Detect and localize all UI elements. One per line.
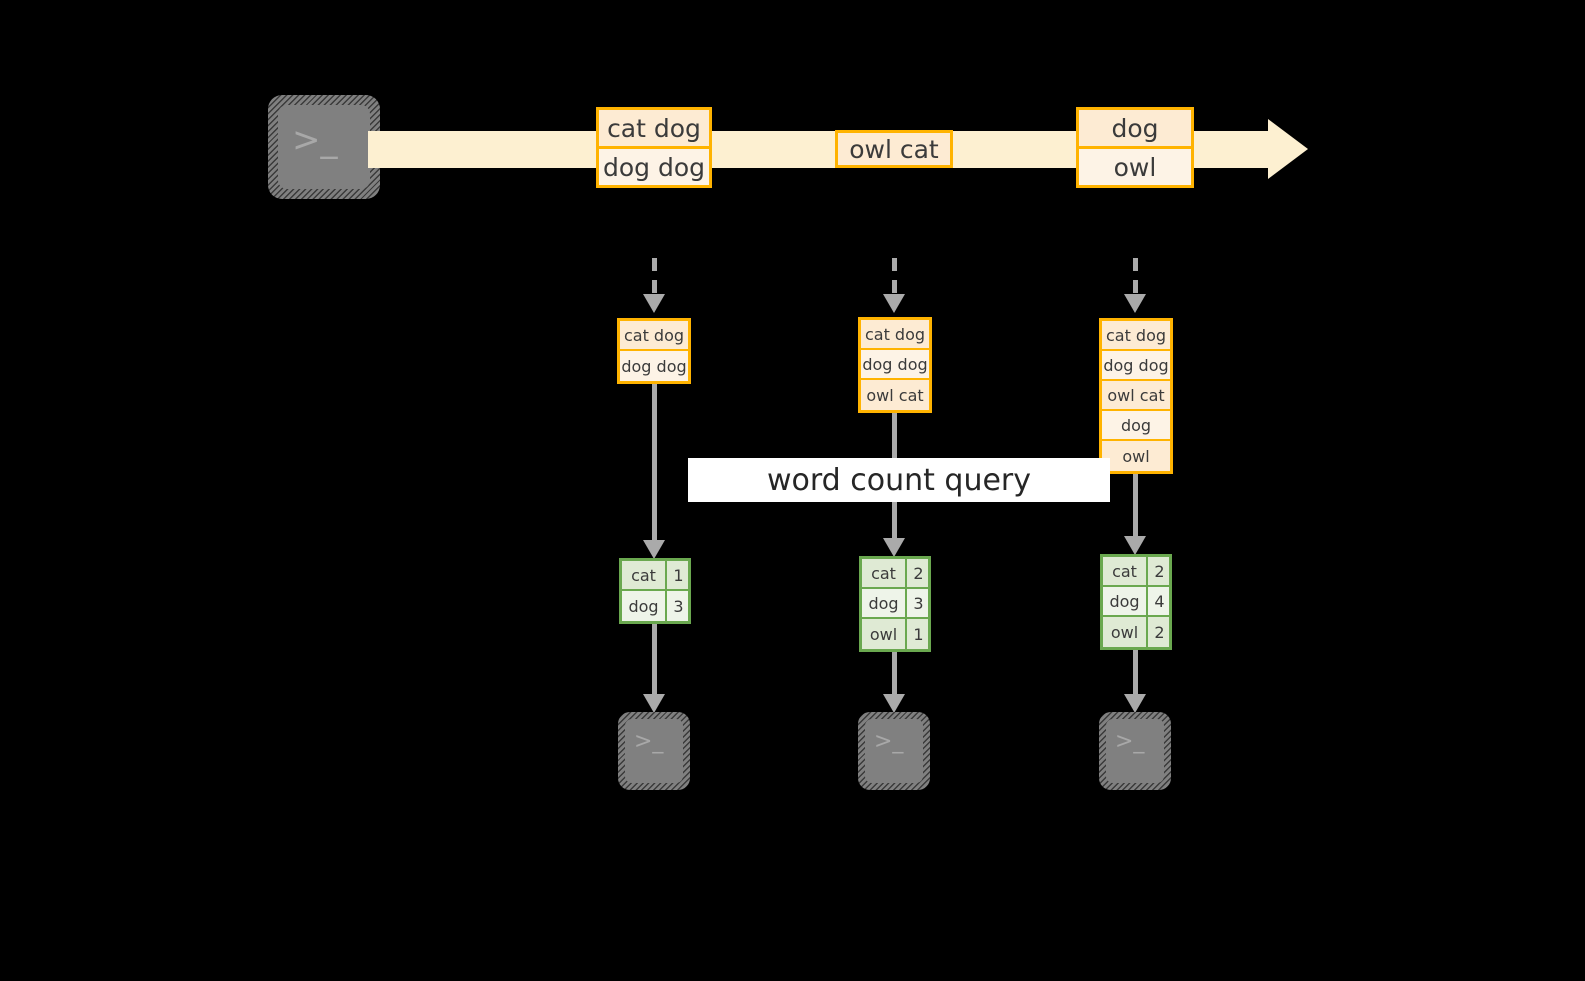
- table-row: cat 1: [622, 561, 688, 591]
- col-2-sink-terminal-screen: >_: [865, 719, 923, 783]
- col-2-result-table: cat 2 dog 3 owl 1: [859, 556, 931, 652]
- col-1-result-word-2: dog: [622, 591, 667, 621]
- col-2-result-word-1: cat: [862, 559, 907, 587]
- stream-batch-3-line-1: dog: [1079, 110, 1191, 149]
- col-2-trigger-line: [892, 258, 897, 296]
- col-3-sink-line: [1133, 650, 1138, 696]
- col-3-input-stack: cat dog dog dog owl cat dog owl: [1099, 318, 1173, 474]
- col-1-sink-terminal-screen: >_: [625, 719, 683, 783]
- stream-batch-3-line-2: owl: [1079, 149, 1191, 185]
- table-row: owl 1: [862, 619, 928, 649]
- col-2-sink-arrow-icon: [883, 694, 905, 713]
- col-1-trigger-line: [652, 258, 657, 296]
- stream-batch-1-line-1: cat dog: [599, 110, 709, 149]
- col-2-input-line-1: cat dog: [861, 320, 929, 350]
- stream-batch-1-line-2: dog dog: [599, 149, 709, 185]
- stream-batch-1: cat dog dog dog: [596, 107, 712, 188]
- col-1-result-word-1: cat: [622, 561, 667, 589]
- col-2-result-count-1: 2: [907, 559, 928, 587]
- col-1-result-table: cat 1 dog 3: [619, 558, 691, 624]
- table-row: cat 2: [862, 559, 928, 589]
- col-3-result-count-3: 2: [1148, 617, 1169, 647]
- col-3-result-table: cat 2 dog 4 owl 2: [1100, 554, 1172, 650]
- table-row: cat 2: [1103, 557, 1169, 587]
- table-row: dog 3: [862, 589, 928, 619]
- terminal-prompt-glyph: >_: [1115, 729, 1145, 754]
- col-2-input-stack: cat dog dog dog owl cat: [858, 317, 932, 413]
- col-1-query-arrow-icon: [643, 540, 665, 559]
- col-3-input-line-1: cat dog: [1102, 321, 1170, 351]
- col-3-result-count-1: 2: [1148, 557, 1169, 585]
- col-2-sink-terminal-icon: >_: [858, 712, 930, 790]
- col-1-sink-arrow-icon: [643, 694, 665, 713]
- col-2-trigger-arrow-icon: [883, 294, 905, 313]
- table-row: owl 2: [1103, 617, 1169, 647]
- col-1-trigger-arrow-icon: [643, 294, 665, 313]
- col-3-sink-terminal-screen: >_: [1106, 719, 1164, 783]
- stream-batch-3: dog owl: [1076, 107, 1194, 188]
- col-2-input-line-2: dog dog: [861, 350, 929, 380]
- col-3-input-line-4: dog: [1102, 411, 1170, 441]
- col-1-sink-line: [652, 624, 657, 696]
- source-terminal-screen: >_: [278, 105, 370, 189]
- col-3-input-line-2: dog dog: [1102, 351, 1170, 381]
- col-1-query-line: [652, 384, 657, 542]
- col-1-sink-terminal-icon: >_: [618, 712, 690, 790]
- col-1-input-line-2: dog dog: [620, 351, 688, 381]
- col-2-result-word-2: dog: [862, 589, 907, 617]
- col-2-result-count-2: 3: [907, 589, 928, 617]
- stream-batch-2: owl cat: [835, 130, 953, 168]
- table-row: dog 3: [622, 591, 688, 621]
- stream-arrowhead-icon: [1268, 119, 1308, 179]
- terminal-prompt-glyph: >_: [292, 120, 338, 160]
- col-2-sink-line: [892, 652, 897, 696]
- terminal-prompt-glyph: >_: [874, 729, 904, 754]
- col-3-result-count-2: 4: [1148, 587, 1169, 615]
- col-2-result-word-3: owl: [862, 619, 907, 649]
- col-3-trigger-line: [1133, 258, 1138, 296]
- col-3-input-line-3: owl cat: [1102, 381, 1170, 411]
- source-terminal-icon: >_: [268, 95, 380, 199]
- col-2-input-line-3: owl cat: [861, 380, 929, 410]
- query-caption-label: word count query: [688, 458, 1110, 502]
- col-1-result-count-2: 3: [667, 591, 688, 621]
- stream-batch-2-line-1: owl cat: [849, 134, 939, 164]
- col-3-query-arrow-icon: [1124, 536, 1146, 555]
- col-3-sink-terminal-icon: >_: [1099, 712, 1171, 790]
- table-row: dog 4: [1103, 587, 1169, 617]
- col-2-query-arrow-icon: [883, 538, 905, 557]
- col-1-input-line-1: cat dog: [620, 321, 688, 352]
- col-1-input-stack: cat dog dog dog: [617, 318, 691, 384]
- terminal-prompt-glyph: >_: [634, 729, 664, 754]
- col-1-result-count-1: 1: [667, 561, 688, 589]
- col-3-input-line-5: owl: [1102, 441, 1170, 471]
- col-3-result-word-1: cat: [1103, 557, 1148, 585]
- col-3-result-word-2: dog: [1103, 587, 1148, 615]
- col-3-trigger-arrow-icon: [1124, 294, 1146, 313]
- col-3-query-line: [1133, 474, 1138, 538]
- col-2-result-count-3: 1: [907, 619, 928, 649]
- col-3-sink-arrow-icon: [1124, 694, 1146, 713]
- col-3-result-word-3: owl: [1103, 617, 1148, 647]
